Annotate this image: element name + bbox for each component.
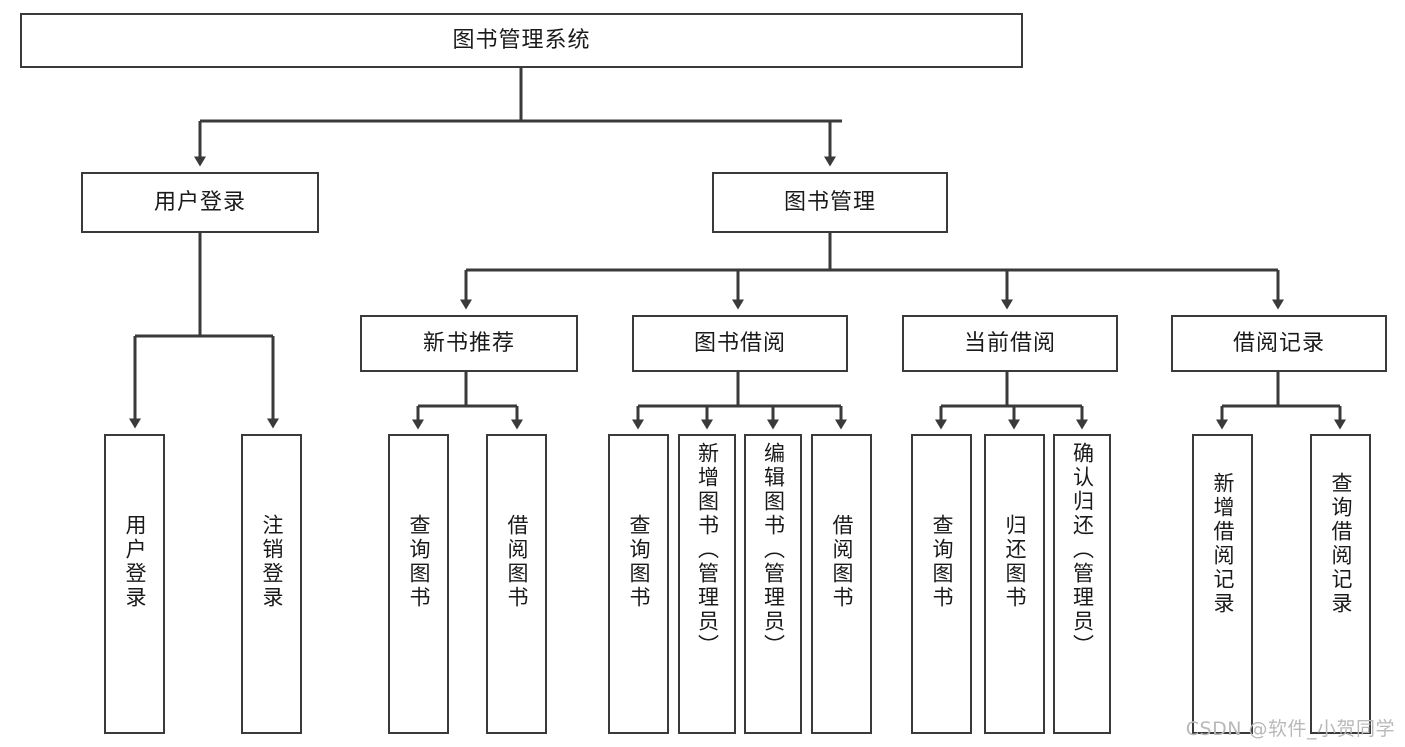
csdn-watermark: CSDN @软件_小贺同学: [1185, 718, 1395, 740]
node-leaf-borrow-book-2[interactable]: 借阅图书: [811, 434, 872, 734]
node-leaf-edit-book[interactable]: 编辑图书（管理员）: [744, 434, 802, 734]
node-leaf-user-login[interactable]: 用户登录: [104, 434, 165, 734]
node-leaf-query-book-3[interactable]: 查询图书: [911, 434, 972, 734]
node-leaf-add-record[interactable]: 新增借阅记录: [1192, 434, 1253, 734]
node-leaf-borrow-book-2-label: 借阅图书: [830, 514, 854, 610]
node-leaf-logout[interactable]: 注销登录: [241, 434, 302, 734]
node-leaf-return-book-label: 归还图书: [1003, 514, 1027, 610]
node-borrow-record[interactable]: 借阅记录: [1171, 315, 1387, 372]
node-leaf-query-book-1[interactable]: 查询图书: [388, 434, 449, 734]
node-leaf-edit-book-label: 编辑图书（管理员）: [761, 442, 786, 658]
node-book-borrow[interactable]: 图书借阅: [632, 315, 848, 372]
node-new-book-rec[interactable]: 新书推荐: [360, 315, 578, 372]
node-leaf-query-book-2[interactable]: 查询图书: [608, 434, 669, 734]
node-leaf-add-book[interactable]: 新增图书（管理员）: [678, 434, 736, 734]
node-leaf-add-book-label: 新增图书（管理员）: [695, 442, 720, 658]
node-book-borrow-label: 图书借阅: [693, 330, 786, 356]
node-borrow-record-label: 借阅记录: [1232, 330, 1325, 356]
node-leaf-query-book-3-label: 查询图书: [930, 514, 954, 610]
node-leaf-logout-label: 注销登录: [260, 514, 284, 610]
node-leaf-query-record-label: 查询借阅记录: [1329, 472, 1353, 616]
node-leaf-confirm-return-label: 确认归还（管理员）: [1070, 442, 1095, 658]
node-book-manage-label: 图书管理: [783, 189, 876, 215]
node-leaf-query-book-2-label: 查询图书: [627, 514, 651, 610]
node-leaf-borrow-book-1[interactable]: 借阅图书: [486, 434, 547, 734]
node-current-borrow[interactable]: 当前借阅: [902, 315, 1118, 372]
node-leaf-borrow-book-1-label: 借阅图书: [505, 514, 529, 610]
node-leaf-return-book[interactable]: 归还图书: [984, 434, 1045, 734]
node-root-label: 图书管理系统: [452, 27, 591, 53]
node-user-login-label: 用户登录: [153, 189, 246, 215]
node-new-book-rec-label: 新书推荐: [422, 330, 515, 356]
node-user-login[interactable]: 用户登录: [81, 172, 319, 233]
node-current-borrow-label: 当前借阅: [963, 330, 1056, 356]
node-leaf-user-login-label: 用户登录: [123, 514, 147, 610]
node-leaf-query-record[interactable]: 查询借阅记录: [1310, 434, 1371, 734]
node-leaf-query-book-1-label: 查询图书: [407, 514, 431, 610]
node-leaf-add-record-label: 新增借阅记录: [1211, 472, 1235, 616]
node-leaf-confirm-return[interactable]: 确认归还（管理员）: [1053, 434, 1111, 734]
node-book-manage[interactable]: 图书管理: [712, 172, 948, 233]
node-root[interactable]: 图书管理系统: [20, 13, 1023, 68]
